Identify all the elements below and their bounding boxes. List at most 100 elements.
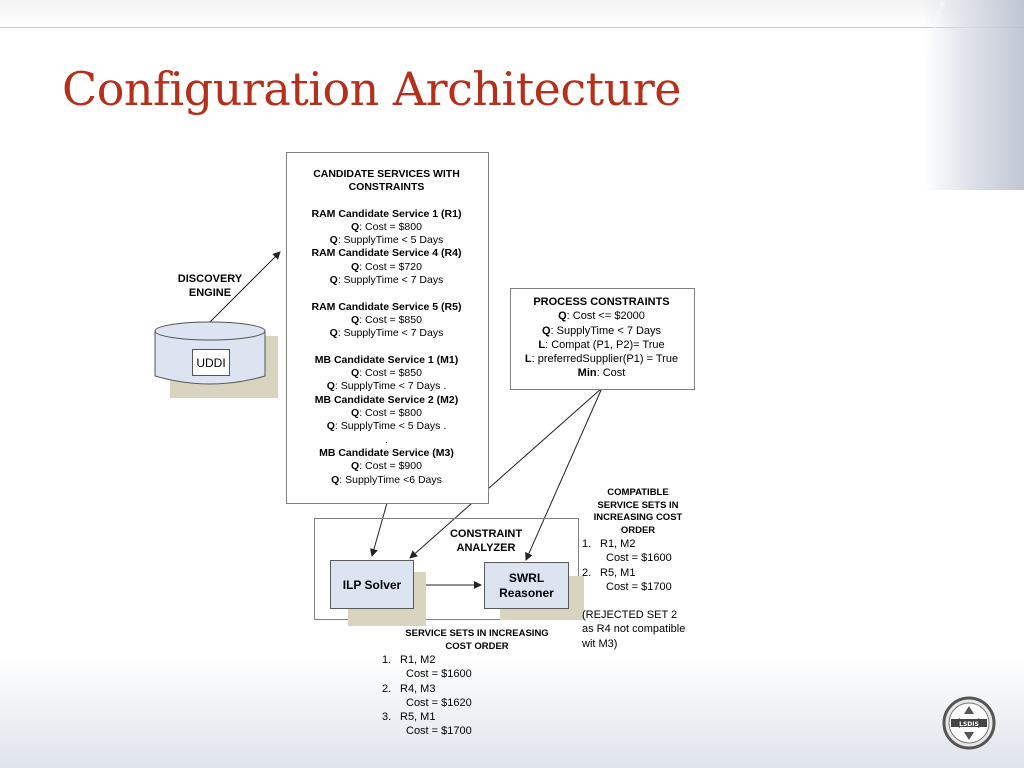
constraint-line-key: Q xyxy=(351,260,360,273)
constraint-line-key: MB Candidate Service 1 (M1) xyxy=(314,353,459,366)
service-sets-heading-line: COST ORDER xyxy=(445,640,509,652)
slide-title: Configuration Architecture xyxy=(62,62,681,116)
service-sets-heading: SERVICE SETS IN INCREASING COST ORDER xyxy=(392,628,562,653)
constraint-analyzer-label: CONSTRAINT ANALYZER xyxy=(436,527,536,555)
constraint-line-value: : Cost = $850 xyxy=(359,367,422,380)
compatible-heading-line: SERVICE SETS IN xyxy=(597,499,679,511)
constraint-line-key: Q xyxy=(326,420,335,433)
constraint-line-value: : Cost = $900 xyxy=(359,460,422,473)
lsdis-logo-icon: LSDIS xyxy=(942,696,996,750)
constraint-line: Q: Cost = $850 xyxy=(288,314,485,327)
slide-corner-decoration xyxy=(924,0,1024,190)
set-members: R5, M1 xyxy=(400,711,436,724)
constraint-line-key: RAM Candidate Service 4 (R4) xyxy=(311,247,462,260)
candidate-services-text: CANDIDATE SERVICES WITH CONSTRAINTS RAM … xyxy=(288,168,485,487)
compatible-heading-line: INCREASING COST xyxy=(593,512,683,523)
constraint-line: RAM Candidate Service 5 (R5) xyxy=(288,301,485,314)
constraint-line-key: RAM Candidate Service 1 (R1) xyxy=(311,207,462,220)
set-number: 3. xyxy=(382,711,392,724)
compatible-sets-heading: COMPATIBLE SERVICE SETS IN INCREASING CO… xyxy=(580,487,696,537)
set-cost: Cost = $1600 xyxy=(406,668,472,681)
constraint-line: Q: Cost = $800 xyxy=(288,407,485,420)
slide-top-rule xyxy=(0,27,1024,28)
rejected-note-line: wit M3) xyxy=(582,637,618,650)
set-number: 1. xyxy=(582,538,592,550)
set-members: R5, M1 xyxy=(600,566,636,579)
set-cost: Cost = $1700 xyxy=(606,580,672,593)
rejected-note: (REJECTED SET 2 as R4 not compatible wit… xyxy=(582,608,685,651)
candidate-heading-line: CANDIDATE SERVICES WITH xyxy=(313,168,460,180)
arrow-candidates-to-ilp xyxy=(370,502,388,557)
constraint-line: Q: SupplyTime < 7 Days xyxy=(288,274,485,287)
constraint-line-key: Min xyxy=(577,367,597,380)
constraint-line-value: : SupplyTime < 5 Days . xyxy=(334,420,447,433)
slide-bottom-decoration xyxy=(0,658,1024,768)
uddi-label: UDDI xyxy=(192,349,230,376)
constraint-line: Q: SupplyTime < 7 Days xyxy=(288,327,485,340)
discovery-engine-label: DISCOVERY ENGINE xyxy=(170,272,250,300)
process-constraints-box xyxy=(510,288,695,390)
constraint-line-value: : SupplyTime < 5 Days xyxy=(337,234,444,247)
constraint-line-key: Q xyxy=(329,274,338,287)
swrl-reasoner-node: SWRL Reasoner xyxy=(484,562,569,609)
set-members: R4, M3 xyxy=(400,682,436,695)
discovery-label-line: ENGINE xyxy=(188,287,232,299)
constraint-line: RAM Candidate Service 1 (R1) xyxy=(288,208,485,221)
set-cost: Cost = $1620 xyxy=(406,696,472,709)
constraint-line-key: L xyxy=(524,353,532,366)
constraint-line-key: Q xyxy=(351,407,360,420)
set-item: 2. R5, M1 xyxy=(582,566,672,580)
constraint-line: Q: Cost = $720 xyxy=(288,261,485,274)
set-cost: Cost = $1600 xyxy=(606,552,672,565)
candidate-services-box xyxy=(286,152,489,504)
constraint-line: L: Compat (P1, P2)= True xyxy=(512,338,691,352)
constraint-line: L: preferredSupplier(P1) = True xyxy=(512,352,691,366)
set-item: 3. R5, M1 xyxy=(382,710,472,724)
slide-top-band xyxy=(0,0,1024,28)
set-members: R1, M2 xyxy=(400,654,436,666)
constraint-line-value: : SupplyTime < 7 Days xyxy=(337,327,444,340)
constraint-line-key: L xyxy=(538,338,546,351)
constraint-line-value: : Cost = $800 xyxy=(359,220,422,233)
set-members: R1, M2 xyxy=(600,538,636,550)
constraint-line-value: : SupplyTime < 7 Days xyxy=(337,274,444,287)
set-item: 1. R1, M2 xyxy=(582,537,672,551)
spacer xyxy=(288,195,485,208)
logo-text: LSDIS xyxy=(959,721,979,728)
constraint-line-value: : SupplyTime < 7 Days . xyxy=(334,380,447,393)
constraint-line-value: : Cost = $850 xyxy=(359,313,422,326)
set-number: 2. xyxy=(382,682,392,695)
constraint-line-key: Q xyxy=(541,324,551,337)
constraint-line: Q: Cost = $850 xyxy=(288,367,485,380)
constraint-line: . xyxy=(288,434,485,447)
constraint-line: Q: SupplyTime < 7 Days . xyxy=(288,380,485,393)
set-cost: Cost = $1700 xyxy=(406,725,472,738)
constraint-line-value: : preferredSupplier(P1) = True xyxy=(531,353,679,366)
analyzer-label-line: ANALYZER xyxy=(456,542,516,554)
process-heading: PROCESS CONSTRAINTS xyxy=(533,296,670,308)
database-icon xyxy=(154,321,278,398)
constraint-line: RAM Candidate Service 4 (R4) xyxy=(288,247,485,260)
set-number: 2. xyxy=(582,566,592,579)
constraint-line-key: Q xyxy=(351,313,360,326)
set-number: 1. xyxy=(382,654,392,666)
constraint-line: Q: SupplyTime < 5 Days . xyxy=(288,420,485,433)
constraint-line-key: Q xyxy=(351,367,360,380)
candidate-lines: RAM Candidate Service 1 (R1)Q: Cost = $8… xyxy=(288,208,485,487)
constraint-line: Q: Cost = $900 xyxy=(288,460,485,473)
rejected-note-line: (REJECTED SET 2 xyxy=(582,609,678,621)
compatible-heading-line: COMPATIBLE xyxy=(607,487,669,498)
ilp-solver-node: ILP Solver xyxy=(330,560,414,609)
constraint-line-key: Q xyxy=(329,234,338,247)
constraint-line-key: Q xyxy=(558,310,567,323)
service-sets-heading-line: SERVICE SETS IN INCREASING xyxy=(405,628,549,639)
constraint-line-value: : Compat (P1, P2)= True xyxy=(545,338,665,351)
set-item: 1. R1, M2 xyxy=(382,653,472,667)
constraint-line-key: RAM Candidate Service 5 (R5) xyxy=(311,300,462,313)
constraint-line: Min: Cost xyxy=(512,366,691,380)
constraint-line-value: : Cost = $720 xyxy=(359,260,422,273)
